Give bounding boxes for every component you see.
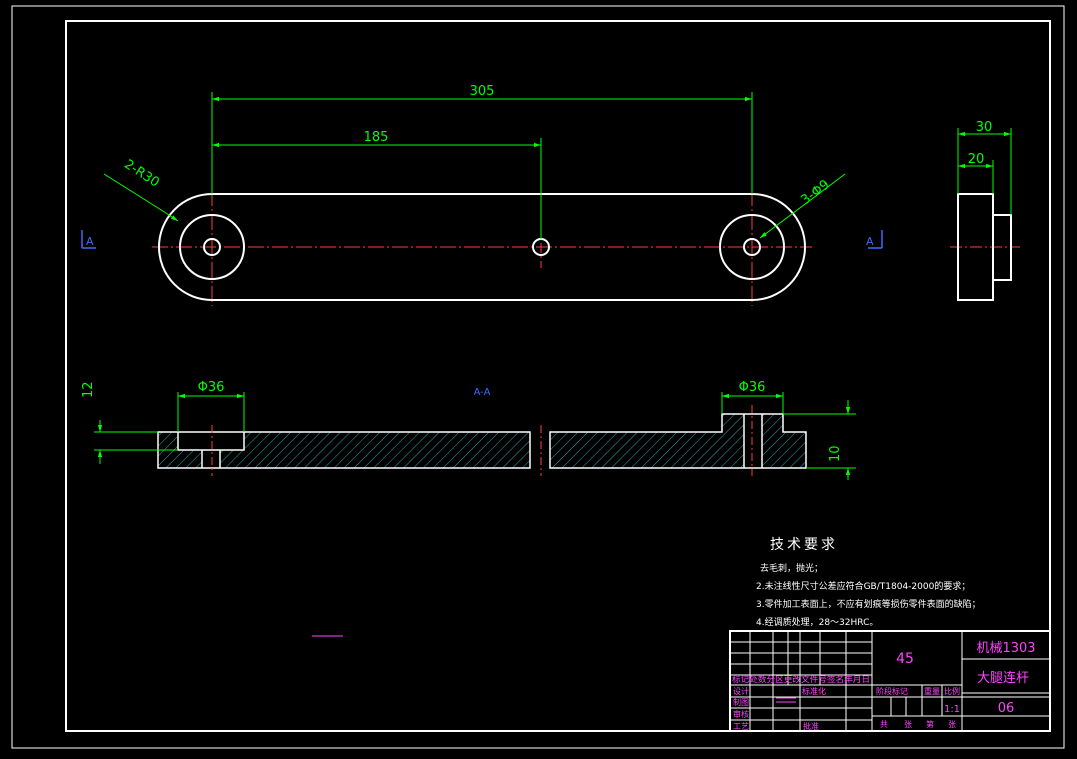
tb-approve: 批准: [803, 721, 819, 731]
right-boss-circle: [719, 214, 785, 280]
dim-phi36-right: Φ36: [739, 380, 766, 395]
left-boss-circle: [179, 214, 245, 280]
dim-20: 20: [968, 152, 985, 167]
inner-frame: [65, 20, 1051, 732]
dim-3-phi9: 3-Φ9: [798, 177, 832, 208]
tb-row-header: 标记处数分区更改文件号签名年月日: [732, 674, 870, 684]
section-label: A-A: [474, 387, 491, 398]
tech-item: 2.未注线性尺寸公差应符合GB/T1804-2000的要求；: [756, 582, 971, 592]
section-mark-right: [868, 230, 883, 249]
tb-material: 45: [896, 651, 914, 667]
tb-drafting: 制图: [733, 697, 749, 707]
tb-sheet-unit: 张: [904, 720, 912, 729]
dim-30: 30: [976, 120, 993, 135]
left-hole: [203, 238, 221, 256]
tb-check: 审核: [733, 709, 749, 719]
tb-sheet-unit2: 张: [948, 720, 956, 729]
dim-12: 12: [81, 381, 96, 398]
tb-sheet-no: 第: [926, 719, 934, 729]
tb-class: 机械1303: [976, 641, 1035, 656]
dim-305: 305: [470, 84, 495, 99]
tech-item: 3.零件加工表面上，不应有划痕等损伤零件表面的缺陷；: [756, 600, 981, 610]
tb-process: 工艺: [733, 722, 749, 731]
tb-scale: 1:1: [944, 704, 960, 715]
dim-2-r30: 2-R30: [121, 157, 161, 191]
section-letter-right: A: [866, 235, 874, 248]
section-letter-left: A: [86, 235, 94, 248]
tech-item: 去毛刺，抛光；: [760, 564, 824, 574]
dim-phi36-left: Φ36: [198, 380, 225, 395]
title-block: [729, 630, 1051, 732]
technical-requirements: 技术要求 去毛刺，抛光； 2.未注线性尺寸公差应符合GB/T1804-2000的…: [742, 536, 981, 632]
tb-stage-mark: 阶段标记: [876, 686, 908, 696]
tech-title: 技术要求: [770, 537, 838, 553]
section-view: [157, 405, 807, 476]
tb-part-name: 大腿连杆: [977, 670, 1029, 686]
tb-design: 设计: [733, 686, 749, 696]
outer-frame: [11, 5, 1065, 749]
tb-scale-label: 比例: [944, 686, 960, 696]
front-view: [152, 190, 812, 306]
side-dimensions: [957, 128, 1012, 215]
tb-weight: 重量: [924, 686, 940, 696]
right-hole: [743, 238, 761, 256]
side-view: [950, 193, 1020, 301]
tb-total: 共: [880, 720, 888, 729]
tech-item: 4.经调质处理，28～32HRC。: [756, 618, 879, 628]
section-dimensions: [94, 392, 856, 480]
link-outline: [158, 193, 806, 301]
tb-drawing-no: 06: [998, 701, 1015, 716]
tb-standardize: 标准化: [802, 686, 826, 696]
front-dimensions: [103, 92, 846, 239]
dim-10: 10: [828, 445, 843, 462]
section-mark-left: [81, 230, 96, 249]
dim-185: 185: [364, 130, 389, 145]
